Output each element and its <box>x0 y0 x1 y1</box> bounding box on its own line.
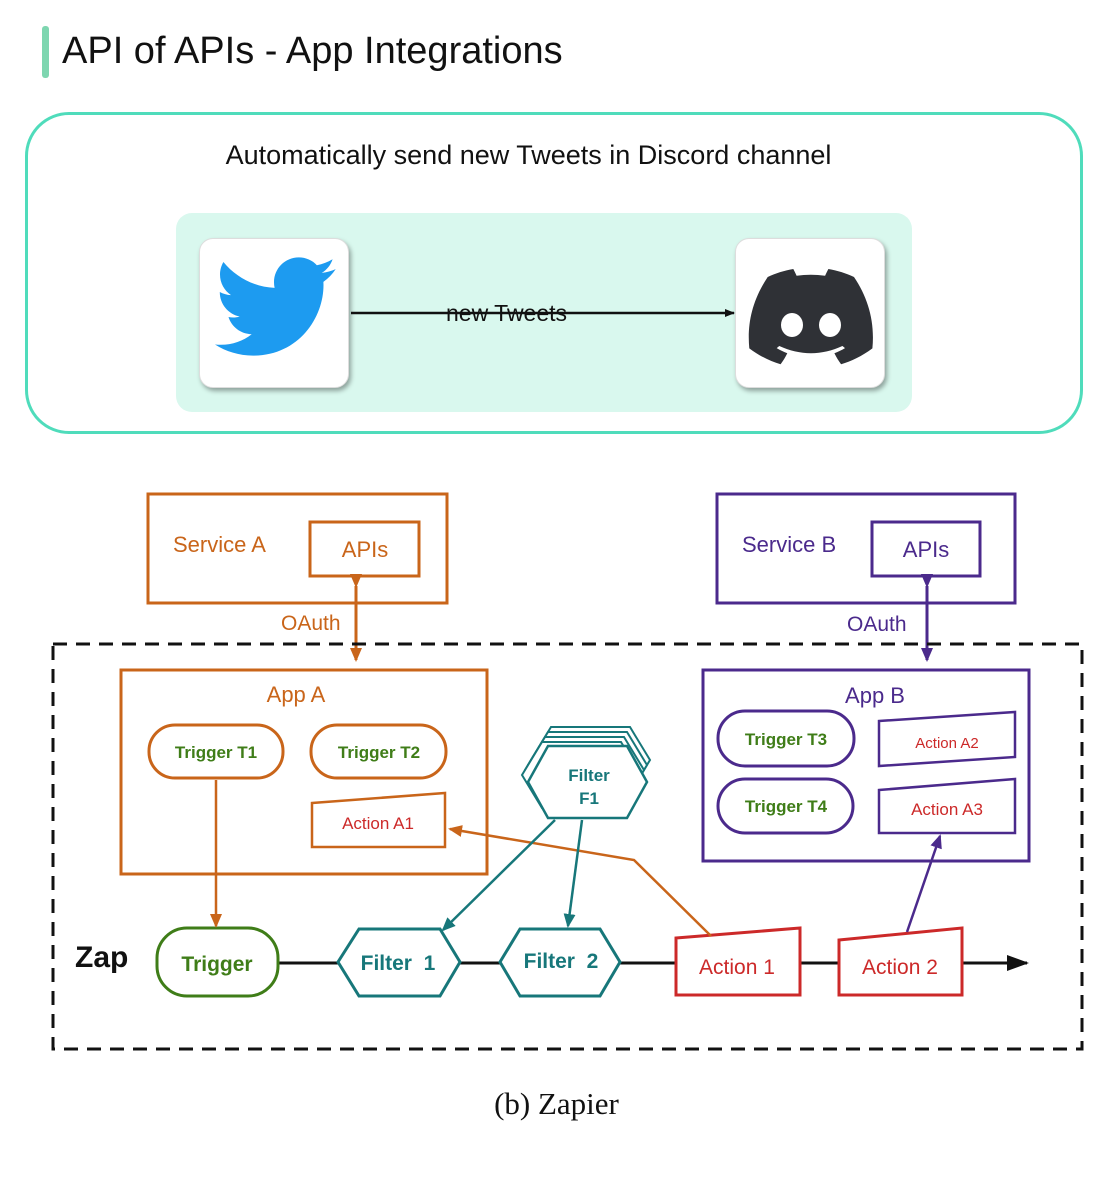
app-b-label: App B <box>845 683 905 708</box>
zap-action2-node <box>837 926 964 997</box>
filter-f1-stack <box>520 726 652 820</box>
twitter-logo-icon <box>215 257 336 356</box>
trigger-t3-label: Trigger T3 <box>745 730 827 749</box>
zap-filter1-label: Filter 1 <box>361 952 436 975</box>
trigger-t1-node <box>147 723 285 780</box>
filter-f1-to-filter1-arrow <box>441 819 556 932</box>
zap-label: Zap <box>75 941 128 974</box>
twitter-tile <box>199 238 349 388</box>
service-b-apis-label: APIs <box>903 537 949 562</box>
action-a3-label: Action A3 <box>911 800 983 819</box>
zap-filter1-node <box>336 927 462 998</box>
zap-filter2-node <box>498 927 622 998</box>
example-card <box>25 112 1083 434</box>
trigger-t2-label: Trigger T2 <box>338 743 420 762</box>
action-a3-node <box>877 777 1017 835</box>
filter-f1-to-filter2-arrow <box>563 819 584 928</box>
zap-action1-label: Action 1 <box>699 956 775 979</box>
tweet-flow-label: new Tweets <box>446 300 568 326</box>
oauth-b-label: OAuth <box>847 613 907 636</box>
action-a2-node <box>877 710 1017 768</box>
trigger-t3-node <box>716 709 856 768</box>
trigger-t4-label: Trigger T4 <box>745 797 828 816</box>
action1-to-action-a1-arrow <box>448 825 712 937</box>
zap-trigger-node <box>155 926 280 998</box>
discord-tile <box>735 238 885 388</box>
oauth-a-label: OAuth <box>281 612 341 635</box>
service-a-apis-label: APIs <box>342 537 388 562</box>
app-a-box <box>119 668 489 876</box>
title-accent-bar <box>42 26 49 78</box>
trigger-t4-node <box>716 777 855 835</box>
figure-caption: (b) Zapier <box>494 1086 619 1121</box>
page-title: API of APIs - App Integrations <box>62 30 563 72</box>
zap-action2-label: Action 2 <box>862 956 938 979</box>
action-a1-node <box>310 791 447 849</box>
filter-f1-line1: Filter <box>568 766 610 785</box>
example-caption-text: Automatically send new Tweets in Discord… <box>225 140 832 170</box>
service-a-box <box>146 492 449 605</box>
zap-filter2-label: Filter 2 <box>524 950 599 973</box>
action-a2-label: Action A2 <box>915 735 978 752</box>
zapier-boundary <box>51 642 1084 1051</box>
action-a1-label: Action A1 <box>342 814 414 833</box>
discord-logo-icon <box>748 269 873 365</box>
action2-to-action-a3-arrow <box>905 834 942 933</box>
trigger-t2-node <box>309 723 448 780</box>
zap-action1-node <box>674 926 802 997</box>
filter-f1-line2: F1 <box>579 789 599 808</box>
trigger-t1-label: Trigger T1 <box>175 743 257 762</box>
app-b-box <box>701 668 1031 863</box>
service-b-box <box>715 492 1017 605</box>
service-a-label: Service A <box>173 532 266 557</box>
zap-trigger-label: Trigger <box>181 953 252 976</box>
example-caption: Automatically send new Tweets in Discord… <box>0 140 1113 171</box>
service-b-label: Service B <box>742 532 836 557</box>
service-a-apis-box <box>308 520 421 578</box>
app-a-label: App A <box>267 682 326 707</box>
